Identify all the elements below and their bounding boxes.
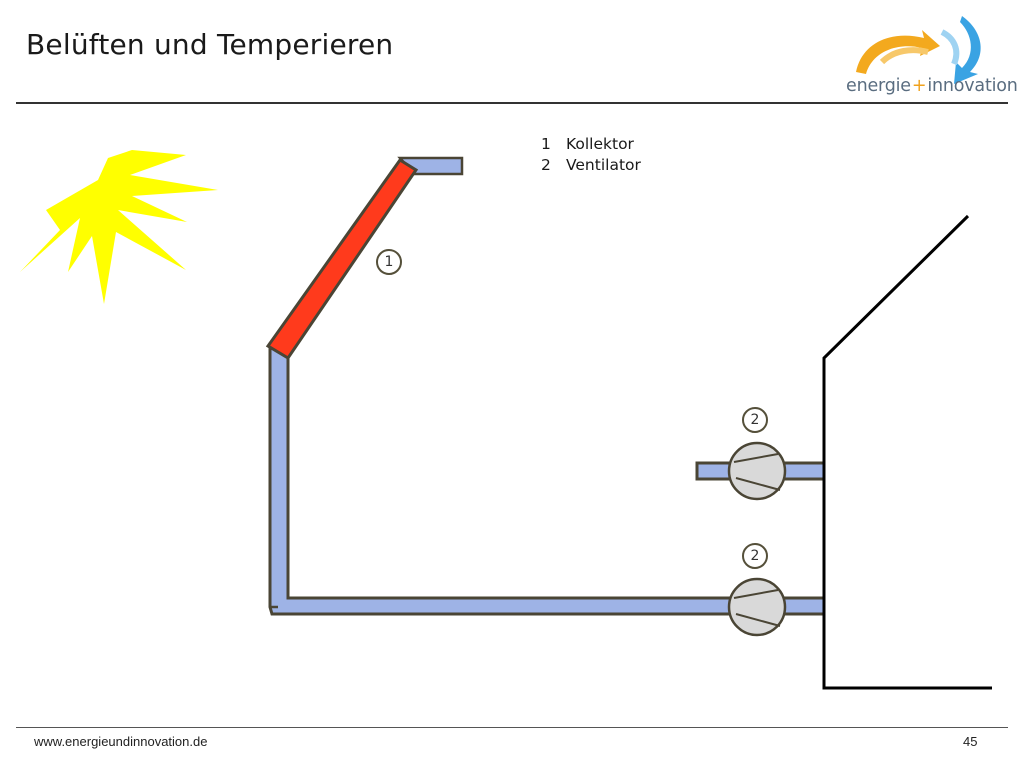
fan-upper-icon	[727, 441, 787, 501]
logo-word-innovation: innovation	[927, 76, 1018, 96]
collector-marker: 1	[376, 249, 402, 275]
header-divider	[16, 102, 1008, 104]
legend-item-collector: 1 Kollektor	[541, 134, 641, 155]
logo-wordmark: energie+innovation	[846, 76, 1018, 96]
legend-number: 2	[541, 156, 551, 174]
slide-title: Belüften und Temperieren	[26, 28, 394, 61]
logo-plus: +	[911, 76, 927, 96]
fan-lower-marker: 2	[742, 543, 768, 569]
sun-icon	[20, 108, 218, 304]
energie-innovation-logo	[856, 16, 981, 84]
legend-label: Kollektor	[566, 135, 634, 153]
legend-item-fan: 2 Ventilator	[541, 155, 641, 176]
footer-divider	[16, 727, 1008, 728]
solar-collector	[265, 157, 419, 361]
fan-lower-icon	[727, 577, 787, 637]
footer-url: www.energieundinnovation.de	[34, 734, 208, 749]
building-outline	[822, 214, 992, 690]
logo-word-energie: energie	[846, 76, 911, 96]
page-number: 45	[963, 734, 978, 749]
legend-number: 1	[541, 135, 551, 153]
fan-upper-marker: 2	[742, 407, 768, 433]
legend-label: Ventilator	[566, 156, 641, 174]
legend: 1 Kollektor 2 Ventilator	[541, 134, 641, 176]
